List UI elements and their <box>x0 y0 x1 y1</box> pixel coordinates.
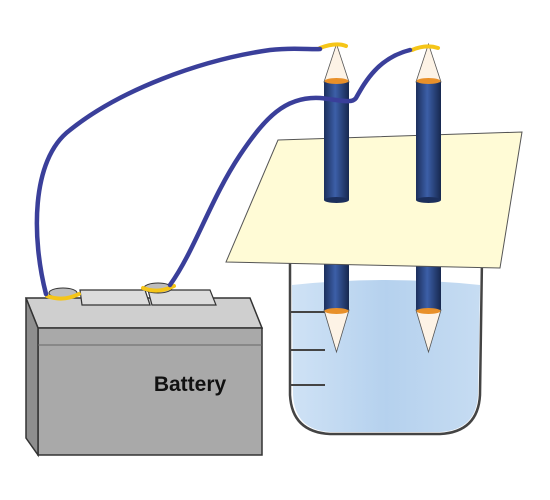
battery-front <box>37 327 263 456</box>
beaker-outline <box>288 257 484 436</box>
battery-icon: Battery <box>24 282 264 458</box>
wire-right <box>167 47 413 288</box>
battery-cap-right <box>147 289 217 306</box>
beaker-icon <box>288 257 484 436</box>
wire-icon <box>34 46 413 297</box>
card-icon <box>225 131 523 269</box>
pencil-electrode-right-upper <box>415 42 442 203</box>
water <box>292 280 480 432</box>
wire-left <box>34 46 323 297</box>
battery-cap-left <box>79 289 151 306</box>
beaker-graduations <box>291 311 325 386</box>
pencil-electrode-left-lower <box>323 262 350 354</box>
battery-label: Battery <box>154 373 227 396</box>
pencil-electrode-right-lower <box>415 262 442 354</box>
battery-side <box>25 297 39 458</box>
terminal-clips <box>45 42 440 301</box>
pencil-electrode-icon <box>323 42 350 203</box>
